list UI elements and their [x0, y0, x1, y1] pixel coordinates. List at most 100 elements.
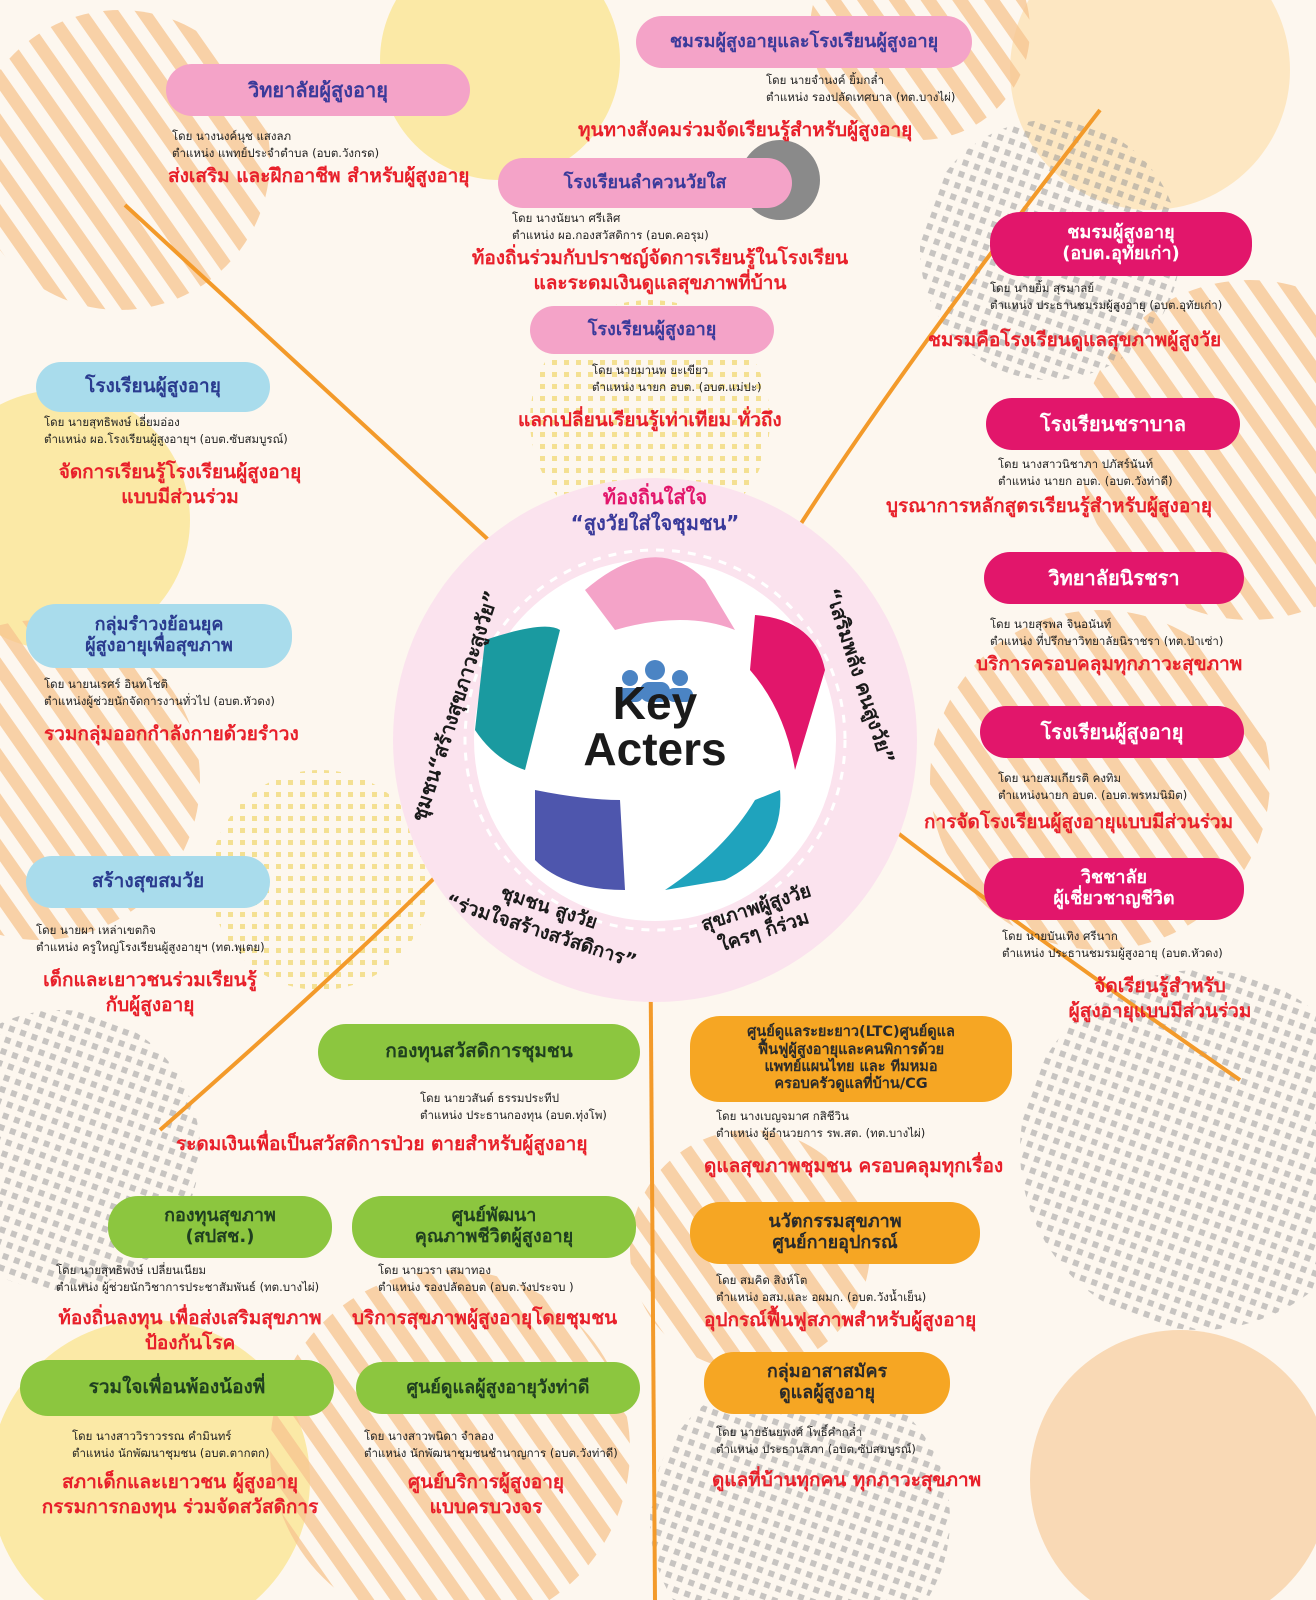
- person-position: ตำแหน่ง นายก อบต. (อบต.วังท่าดี): [998, 473, 1173, 488]
- node-note: ระดมเงินเพื่อเป็นสวัสดิการป่วย ตายสำหรับ…: [176, 1133, 588, 1155]
- node-ramwong-group-title: กลุ่มรำวงย้อนยุคผู้สูงอายุเพื่อสุขภาพ: [26, 604, 292, 668]
- note-line: แบบมีส่วนร่วม: [121, 485, 239, 508]
- node-title-text: สร้างสุขสมวัย: [91, 870, 205, 893]
- person-name: โดย นางสาวนิชาภา ปภัสร์นันท์: [998, 457, 1154, 471]
- node-title-text: แพทย์แผนไทย และ ทีมหมอ: [764, 1059, 938, 1075]
- node-health-innovation-title: นวัตกรรมสุขภาพศูนย์กายอุปกรณ์: [690, 1202, 980, 1264]
- person-position: ตำแหน่ง ผู้ช่วยนักวิชาการประชาสัมพันธ์ (…: [56, 1279, 320, 1294]
- note-line: จัดการเรียนรู้โรงเรียนผู้สูงอายุ: [58, 461, 302, 483]
- node-title-text: วิทยาลัยนิรชรา: [1048, 565, 1180, 590]
- node-volunteer-group-title: กลุ่มอาสาสมัครดูแลผู้สูงอายุ: [704, 1352, 950, 1414]
- node-title-text: ครอบครัวดูแลที่บ้าน/CG: [774, 1076, 928, 1093]
- person-position: ตำแหน่ง ผอ.โรงเรียนผู้สูงอายุฯ (อบต.ซับส…: [44, 431, 288, 446]
- person-name: โดย นายยิ้ม สุรมาลย์: [990, 281, 1095, 295]
- node-elderly-club-school-title: ชมรมผู้สูงอายุและโรงเรียนผู้สูงอายุ: [636, 16, 972, 68]
- person-position: ตำแหน่ง ที่ปรึกษาวิทยาลัยนิราชรา (ทต.ป่า…: [990, 633, 1224, 648]
- node-title-text: วิทยาลัยผู้สูงอายุ: [248, 77, 388, 102]
- node-note: บริการสุขภาพผู้สูงอายุโดยชุมชน: [352, 1307, 618, 1329]
- center-top-phrase: ท้องถิ่นใส่ใจ “สูงวัยใส่ใจชุมชน”: [520, 484, 790, 536]
- node-title-text: ผู้เชี่ยวชาญชีวิต: [1053, 888, 1175, 909]
- note-line: ผู้สูงอายุแบบมีส่วนร่วม: [1068, 999, 1252, 1022]
- person-name: โดย นางสาววิราวรรณ คำมินทร์: [72, 1429, 232, 1443]
- petal-indigo-shape: [535, 790, 625, 890]
- node-person: โดย นายมานพ ยะเขียวตำแหน่ง นายก อบต. (อบ…: [592, 362, 762, 395]
- person-position: ตำแหน่งผู้ช่วยนักจัดการงานทั่วไป (อบต.หั…: [44, 693, 275, 708]
- node-note: จัดเรียนรู้สำหรับผู้สูงอายุแบบมีส่วนร่วม: [1040, 974, 1280, 1023]
- petal-teal-shape: [475, 626, 560, 770]
- node-title-text: ศูนย์ดูแลผู้สูงอายุวังท่าดี: [406, 1376, 590, 1398]
- node-title-text: (สปสช.): [185, 1226, 255, 1247]
- node-note: ศูนย์บริการผู้สูงอายุแบบครบวงจร: [356, 1470, 616, 1519]
- node-chrabal-school-title: โรงเรียนชราบาล: [986, 398, 1240, 450]
- node-title-text: กลุ่มรำวงย้อนยุค: [94, 614, 224, 636]
- node-person: โดย นายบันเทิง ศรีนากตำแหน่ง ประธานชมรมผ…: [1002, 928, 1223, 961]
- node-title-text: ดูแลผู้สูงอายุ: [778, 1382, 876, 1403]
- node-title-text: ชมรมผู้สูงอายุและโรงเรียนผู้สูงอายุ: [669, 30, 939, 52]
- node-title-text: ผู้สูงอายุเพื่อสุขภาพ: [85, 635, 233, 656]
- node-title-text: นวัตกรรมสุขภาพ: [768, 1211, 902, 1233]
- person-name: โดย นางนงค์นุช แสงลภ: [172, 129, 292, 143]
- node-title-text: โรงเรียนผู้สูงอายุ: [587, 318, 717, 340]
- node-person: โดย นายนเรศร์ อินทโชติตำแหน่งผู้ช่วยนักจ…: [44, 676, 275, 709]
- person-name: โดย นายสุทธิพงษ์ เอี่ยมอ่อง: [44, 415, 180, 429]
- node-elderly-school-subsomboon-title: โรงเรียนผู้สูงอายุ: [36, 362, 270, 412]
- node-title-text: โรงเรียนลำควนวัยใส: [563, 171, 727, 193]
- person-position: ตำแหน่ง ครูใหญ่โรงเรียนผู้สูงอายุฯ (ทต.พ…: [36, 939, 265, 954]
- node-happy-aging-title: สร้างสุขสมวัย: [26, 856, 270, 908]
- node-title-text: ศูนย์พัฒนา: [451, 1205, 537, 1227]
- node-person: โดย นางสาววิราวรรณ คำมินทร์ตำแหน่ง นักพั…: [72, 1428, 270, 1461]
- person-name: โดย นางเบญจมาศ กสิชีวิน: [716, 1109, 849, 1123]
- node-title-text: ฟื้นฟูผู้สูงอายุและคนพิการด้วย: [757, 1041, 945, 1058]
- node-title-text: กองทุนสวัสดิการชุมชน: [385, 1040, 573, 1063]
- person-name: โดย นายผา เหล่าเขตกิจ: [36, 923, 156, 937]
- node-elderly-school-maepa-title: โรงเรียนผู้สูงอายุ: [530, 306, 774, 354]
- node-title-text: โรงเรียนผู้สูงอายุ: [85, 375, 221, 398]
- node-person: โดย นางสาวพนิดา จำลองตำแหน่ง นักพัฒนาชุม…: [364, 1428, 618, 1461]
- node-lamkhuan-school-title: โรงเรียนลำควนวัยใส: [498, 158, 792, 208]
- note-line: จัดเรียนรู้สำหรับ: [1094, 975, 1226, 997]
- node-title-text: (อบต.อุทัยเก่า): [1062, 243, 1180, 264]
- node-note: ส่งเสริม และฝึกอาชีพ สำหรับผู้สูงอายุ: [168, 165, 470, 187]
- node-person: โดย นางนัยนา ศรีเลิศตำแหน่ง ผอ.กองสวัสดิ…: [512, 210, 709, 243]
- person-name: โดย นายสุรพล จินอนันท์: [990, 617, 1112, 631]
- note-line: ป้องกันโรค: [144, 1331, 236, 1354]
- node-wangthadi-care-center-title: ศูนย์ดูแลผู้สูงอายุวังท่าดี: [356, 1362, 640, 1414]
- person-name: โดย นายจำนงค์ ยิ้มกล่ำ: [766, 73, 884, 87]
- person-name: โดย นายนเรศร์ อินทโชติ: [44, 677, 168, 691]
- center-title-line2: Acters: [583, 723, 727, 775]
- node-note: ท้องถิ่นลงทุน เพื่อส่งเสริมสุขภาพป้องกัน…: [20, 1306, 360, 1355]
- node-note: แลกเปลี่ยนเรียนรู้เท่าเทียม ทั่วถึง: [518, 409, 782, 431]
- node-title-text: ชมรมผู้สูงอายุ: [1067, 222, 1175, 244]
- center-diagram: [393, 478, 917, 1002]
- node-person: โดย นางสาวนิชาภา ปภัสร์นันท์ตำแหน่ง นายก…: [998, 456, 1173, 489]
- person-position: ตำแหน่ง ประธานชมรมผู้สูงอายุ (อบต.หัวดง): [1002, 945, 1223, 960]
- node-person: โดย สมคิด สิงห์โตตำแหน่ง อสม.และ อผมก. (…: [716, 1272, 926, 1305]
- node-elderly-college-title: วิทยาลัยผู้สูงอายุ: [166, 64, 470, 116]
- node-ltc-center-title: ศูนย์ดูแลระยะยาว(LTC)ศูนย์ดูแลฟื้นฟูผู้ส…: [690, 1016, 1012, 1102]
- center-top-phrase-line2: “สูงวัยใส่ใจชุมชน”: [570, 511, 740, 535]
- person-position: ตำแหน่ง ผอ.กองสวัสดิการ (อบต.คอรุม): [512, 227, 709, 242]
- note-line: และระดมเงินดูแลสุขภาพที่บ้าน: [533, 271, 787, 294]
- node-title-text: โรงเรียนผู้สูงอายุ: [1040, 719, 1184, 744]
- node-title-text: ศูนย์ดูแลระยะยาว(LTC)ศูนย์ดูแล: [747, 1024, 955, 1041]
- node-life-expert-college-title: วิชชาลัยผู้เชี่ยวชาญชีวิต: [984, 858, 1244, 920]
- node-title-text: กลุ่มอาสาสมัคร: [766, 1361, 888, 1383]
- node-note: ท้องถิ่นร่วมกับปราชญ์จัดการเรียนรู้ในโรง…: [445, 246, 875, 295]
- node-person: โดย นายธันยพงศ์ โพธิ์คำกล่ำตำแหน่ง ประธา…: [716, 1424, 916, 1457]
- node-note: อุปกรณ์ฟื้นฟูสภาพสำหรับผู้สูงอายุ: [704, 1309, 977, 1331]
- person-name: โดย นายธันยพงศ์ โพธิ์คำกล่ำ: [716, 1425, 863, 1439]
- petal-pink-shape: [585, 557, 735, 630]
- person-name: โดย นายมานพ ยะเขียว: [592, 363, 709, 377]
- node-person: โดย นายสมเกียรติ คงทิมตำแหน่งนายก อบต. (…: [998, 770, 1187, 803]
- node-person: โดย นางนงค์นุช แสงลภตำแหน่ง แพทย์ประจำตำ…: [172, 128, 379, 161]
- center-title-line1: Key: [612, 677, 698, 729]
- note-line: ศูนย์บริการผู้สูงอายุ: [407, 1471, 565, 1493]
- person-name: โดย นายสมเกียรติ คงทิม: [998, 771, 1122, 785]
- person-name: โดย นางสาวพนิดา จำลอง: [364, 1429, 494, 1443]
- person-position: ตำแหน่ง ประธานกองทุน (อบต.ทุ่งโพ): [420, 1107, 607, 1122]
- person-name: โดย สมคิด สิงห์โต: [716, 1273, 808, 1287]
- petal-magenta-shape: [750, 615, 825, 770]
- person-name: โดย นายวสันต์ ธรรมประทีป: [420, 1091, 560, 1105]
- node-person: โดย นายยิ้ม สุรมาลย์ตำแหน่ง ประธานชมรมผู…: [990, 280, 1222, 313]
